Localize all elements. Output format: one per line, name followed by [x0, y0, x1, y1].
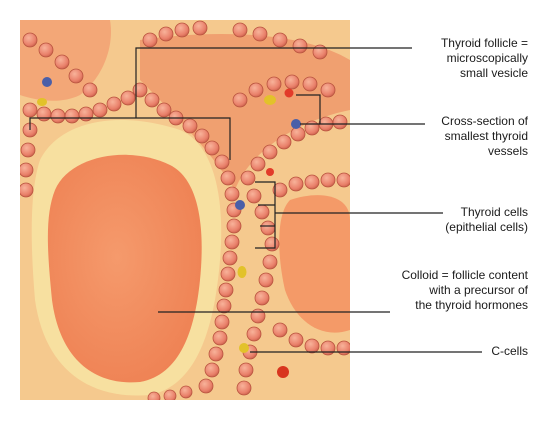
label-colloid: Colloid = follicle content with a precur…	[328, 268, 528, 313]
colloid-main	[47, 154, 202, 383]
label-line: with a precursor of	[429, 283, 528, 297]
leader-cells	[255, 181, 276, 249]
leader-follicle	[29, 117, 231, 160]
c-cells-marks	[37, 95, 276, 353]
label-line: smallest thyroid	[444, 129, 528, 143]
label-c-cells: C-cells	[378, 344, 528, 359]
label-line: Cross-section of	[441, 114, 528, 128]
follicle-right	[279, 195, 350, 333]
label-line: the thyroid hormones	[415, 298, 528, 312]
leader-lines	[29, 47, 482, 353]
label-thyroid-vessels: Cross-section of smallest thyroid vessel…	[378, 114, 528, 159]
label-line: C-cells	[491, 344, 528, 358]
label-line: Colloid = follicle content	[401, 268, 528, 282]
label-thyroid-cells: Thyroid cells (epithelial cells)	[378, 205, 528, 235]
epithelial-cells	[20, 20, 350, 400]
label-line: microscopically	[446, 51, 528, 65]
label-line: Thyroid cells	[460, 205, 528, 219]
leader-vessels	[296, 94, 425, 125]
label-thyroid-follicle: Thyroid follicle = microscopically small…	[378, 36, 528, 81]
label-line: (epithelial cells)	[445, 220, 528, 234]
follicle-top-right	[140, 34, 350, 190]
blue-cells	[42, 77, 301, 210]
micrograph	[20, 20, 350, 400]
blood-cells	[266, 88, 294, 378]
label-line: Thyroid follicle =	[440, 36, 528, 50]
label-line: vessels	[487, 144, 528, 158]
label-line: small vesicle	[459, 66, 528, 80]
